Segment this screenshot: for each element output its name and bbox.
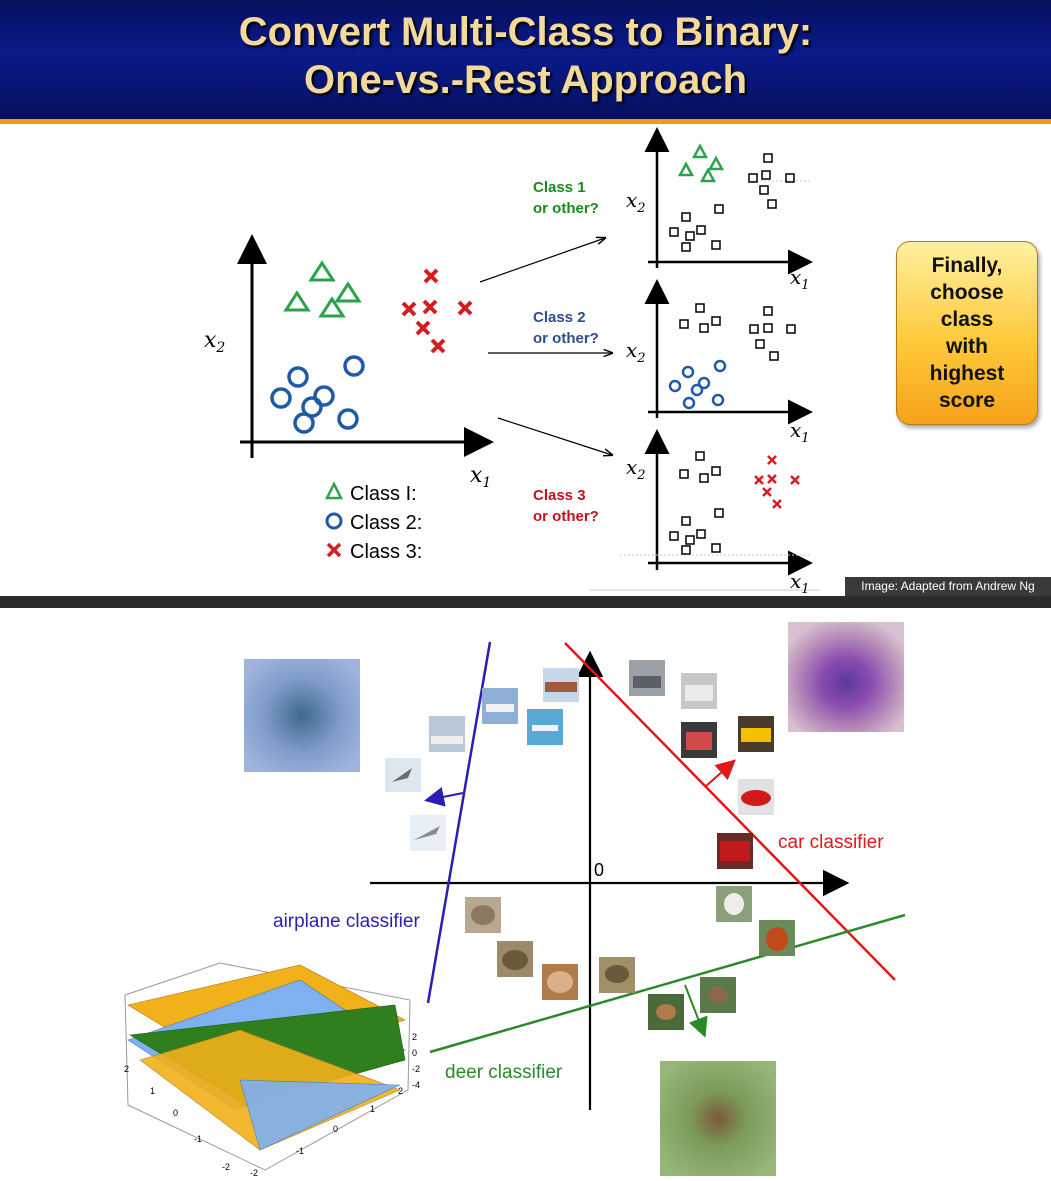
callout-line-6: score [938, 389, 996, 412]
legend-class3: Class 3: [350, 541, 422, 563]
main-axes [237, 234, 494, 458]
car-normal-arrow [704, 759, 736, 788]
x-tick-4: -1 [194, 1134, 202, 1144]
y-tick-1: -2 [250, 1168, 258, 1178]
deer-template-image [660, 1061, 776, 1176]
legend-cross-icon [326, 542, 342, 558]
airplane-template-image [244, 659, 360, 772]
plot1-x-label: x1 [790, 265, 810, 293]
ovr-diagram: x2 x1 Class I: Class 2: Class 3: [204, 127, 820, 597]
car-template-image [788, 622, 904, 732]
x-tick-2: 1 [150, 1086, 155, 1096]
origin-label: 0 [594, 860, 604, 880]
airplane-thumbnails [385, 668, 579, 851]
car-classifier-line [564, 642, 896, 981]
binary-plot-2: x2 x1 [626, 279, 813, 446]
car-classifier-label: car classifier [778, 832, 884, 853]
class-legend: Class I: Class 2: Class 3: [324, 481, 422, 563]
callout-line-2: choose [930, 281, 1004, 304]
question-1-line2: or other? [533, 200, 599, 217]
callout-line-4: with [945, 335, 988, 358]
transition-arrows [479, 238, 612, 455]
question-3-line1: Class 3 [533, 487, 586, 504]
x-tick-1: 2 [124, 1064, 129, 1074]
header-accent-bar [0, 119, 1051, 124]
airplane-classifier-label: airplane classifier [273, 911, 420, 932]
y-tick-2: -1 [296, 1146, 304, 1156]
class1-points [283, 260, 362, 318]
plot3-x-label: x1 [790, 569, 810, 597]
car-thumbnails [629, 660, 774, 869]
x-tick-5: -2 [222, 1162, 230, 1172]
x-tick-3: 0 [173, 1108, 178, 1118]
highest-score-callout: Finally, choose class with highest score [896, 241, 1038, 425]
deer-classifier-line [429, 913, 906, 1054]
z-tick-2: 0 [412, 1048, 417, 1058]
title-line-2: One-vs.-Rest Approach [303, 58, 748, 102]
question-3-line2: or other? [533, 508, 599, 525]
callout-line-3: class [940, 308, 994, 331]
callout-line-1: Finally, [931, 254, 1003, 277]
class3-points [401, 268, 473, 354]
y-tick-4: 1 [370, 1104, 375, 1114]
question-1-line1: Class 1 [533, 179, 586, 196]
plot1-y-label: x2 [626, 188, 646, 216]
section-divider [0, 596, 1051, 608]
binary-plot-1: x2 x1 [626, 127, 813, 293]
legend-triangle-icon [324, 481, 344, 500]
image-credit: Image: Adapted from Andrew Ng [845, 577, 1051, 596]
question-2-line2: or other? [533, 330, 599, 347]
title-line-1: Convert Multi-Class to Binary: [238, 10, 813, 54]
main-y-label: x2 [204, 328, 225, 356]
callout-line-5: highest [929, 362, 1005, 385]
airplane-normal-arrow [424, 787, 464, 807]
animal-thumbnails [465, 886, 795, 1030]
score-surface-plot: 2 0 -2 -4 2 1 0 -1 -2 -2 -1 0 1 2 [124, 962, 420, 1178]
legend-class2: Class 2: [350, 512, 422, 534]
question-2-line1: Class 2 [533, 309, 586, 326]
y-tick-5: 2 [398, 1086, 403, 1096]
legend-circle-icon [325, 512, 343, 530]
y-tick-3: 0 [333, 1124, 338, 1134]
airplane-classifier-line [426, 641, 492, 1004]
main-x-label: x1 [470, 463, 491, 491]
title-banner: Convert Multi-Class to Binary: One-vs.-R… [0, 0, 1051, 119]
z-tick-3: -2 [412, 1064, 420, 1074]
z-tick-1: 2 [412, 1032, 417, 1042]
class2-points [270, 355, 365, 434]
plot2-y-label: x2 [626, 338, 646, 366]
plot2-x-label: x1 [790, 418, 810, 446]
deer-classifier-label: deer classifier [445, 1062, 563, 1083]
binary-plot-3: x2 x1 [590, 429, 820, 597]
plot3-y-label: x2 [626, 455, 646, 483]
z-tick-4: -4 [412, 1080, 420, 1090]
deer-normal-arrow [684, 984, 708, 1038]
legend-class1: Class I: [350, 483, 417, 505]
